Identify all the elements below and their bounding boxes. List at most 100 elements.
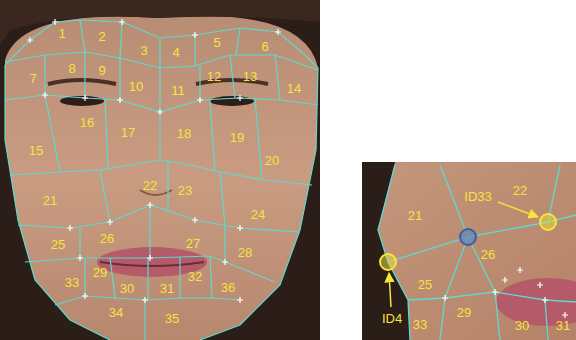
callout-number: 33 <box>65 273 79 291</box>
callout-number: 3 <box>140 43 147 58</box>
inset-photo <box>362 162 576 340</box>
callout-number: 21 <box>408 208 422 223</box>
callout-number: 25 <box>418 277 432 292</box>
callout-number: 15 <box>29 141 43 159</box>
callout-number: 16 <box>80 115 94 130</box>
highlight-point <box>540 214 556 230</box>
callout-number: 19 <box>230 128 244 146</box>
callout-number: 35 <box>165 309 179 327</box>
callout-number: 30 <box>120 281 134 296</box>
callout-number: 18 <box>177 124 191 142</box>
callout-number: 17 <box>121 123 135 141</box>
midpoint-marker <box>460 229 476 245</box>
callout-number: 23 <box>178 181 192 199</box>
callout-number: 21 <box>43 191 57 209</box>
callout-number: 12 <box>207 67 221 85</box>
face-skin <box>5 16 318 340</box>
callout-number: 22 <box>143 178 157 193</box>
callout-number: 7 <box>29 71 36 86</box>
face-mesh <box>5 20 318 340</box>
eyebrow <box>48 80 116 84</box>
callout-number: 2 <box>98 27 105 45</box>
callout-number: 21 <box>408 206 422 224</box>
callout-number: 6 <box>261 39 268 54</box>
callout-number: 33 <box>65 275 79 290</box>
callout-number: 22 <box>143 176 157 194</box>
callout-number: 32 <box>188 267 202 285</box>
callout-number: 35 <box>165 311 179 326</box>
callout-number: 31 <box>160 281 174 296</box>
callout-number: 9 <box>98 61 105 79</box>
callout-number: 34 <box>109 305 123 320</box>
callout-number: ID33 <box>464 189 491 204</box>
pointer-arrow <box>498 202 538 217</box>
callout-number: 36 <box>221 278 235 296</box>
callout-number: 11 <box>171 83 185 98</box>
callout-number: 11 <box>171 81 185 99</box>
callout-number: 26 <box>481 247 495 262</box>
callout-number: 18 <box>177 126 191 141</box>
callout-number: 2 <box>98 29 105 44</box>
callout-number: ID33 <box>464 187 491 205</box>
lips-line <box>100 262 204 266</box>
callout-number: 29 <box>457 305 471 320</box>
callout-number: 26 <box>100 231 114 246</box>
callout-number: 25 <box>51 235 65 253</box>
callout-number: 1 <box>58 26 65 41</box>
callout-number: 26 <box>481 245 495 263</box>
callout-number: 4 <box>172 45 179 60</box>
callout-number: ID4 <box>382 311 402 326</box>
callout-number: 32 <box>188 269 202 284</box>
callout-number: 23 <box>178 183 192 198</box>
callout-number: 14 <box>287 81 301 96</box>
callout-number: 33 <box>413 315 427 333</box>
callout-number: 34 <box>109 303 123 321</box>
callout-number: 14 <box>287 79 301 97</box>
callout-number: 24 <box>251 205 265 223</box>
callout-number: 27 <box>186 236 200 251</box>
callout-number: 17 <box>121 125 135 140</box>
callout-number: 28 <box>238 243 252 261</box>
callout-number: 8 <box>68 59 75 77</box>
callout-number: 7 <box>29 69 36 87</box>
callout-number: 27 <box>186 234 200 252</box>
callout-number: 33 <box>413 317 427 332</box>
callout-number: 20 <box>265 151 279 169</box>
callout-number: 36 <box>221 280 235 295</box>
callout-number: 30 <box>515 316 529 334</box>
callout-number: 28 <box>238 245 252 260</box>
callout-number: 20 <box>265 153 279 168</box>
callout-number: 19 <box>230 130 244 145</box>
callout-number: 4 <box>172 43 179 61</box>
highlight-point <box>380 254 396 270</box>
callout-number: 1 <box>58 24 65 42</box>
callout-number: 29 <box>457 303 471 321</box>
callout-number: 5 <box>213 33 220 51</box>
callout-number: 25 <box>51 237 65 252</box>
callout-number: 22 <box>513 181 527 199</box>
callout-number: 13 <box>243 67 257 85</box>
callout-number: ID4 <box>382 309 402 327</box>
callout-number: 31 <box>556 318 570 333</box>
callout-number: 24 <box>251 207 265 222</box>
landmark-marks <box>27 19 281 303</box>
callout-number: 15 <box>29 143 43 158</box>
callout-number: 12 <box>207 69 221 84</box>
callout-number: 29 <box>93 263 107 281</box>
callout-number: 30 <box>515 318 529 333</box>
pointer-arrow <box>389 273 391 307</box>
callout-number: 3 <box>140 41 147 59</box>
face-photo <box>0 0 320 340</box>
callout-number: 9 <box>98 63 105 78</box>
callout-number: 31 <box>160 279 174 297</box>
callout-number: 6 <box>261 37 268 55</box>
callout-number: 13 <box>243 69 257 84</box>
inset-mesh <box>378 165 576 340</box>
callout-number: 31 <box>556 316 570 334</box>
eye <box>210 96 254 106</box>
callout-number: 8 <box>68 61 75 76</box>
callout-number: 26 <box>100 229 114 247</box>
